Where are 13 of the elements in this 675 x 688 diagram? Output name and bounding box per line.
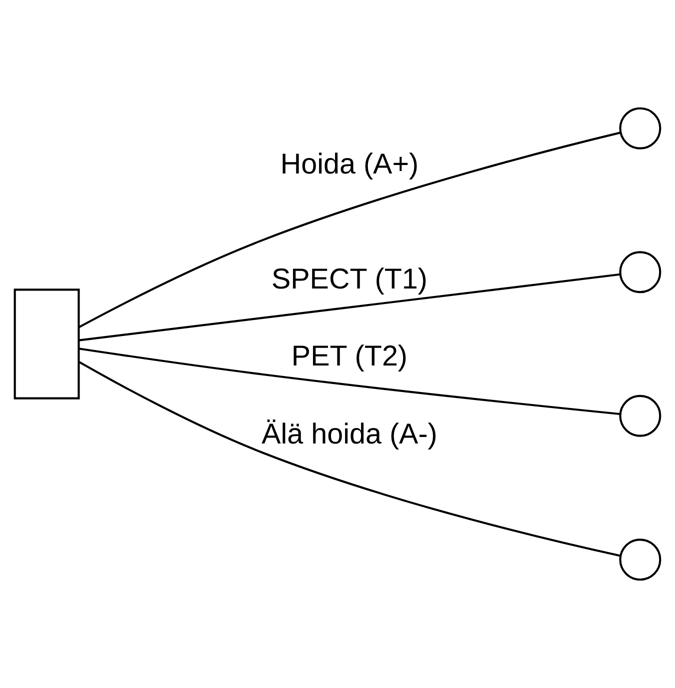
connector [78, 273, 620, 342]
connector [78, 348, 620, 416]
edge-label: Älä hoida (A-) [262, 418, 438, 451]
node-circle [619, 107, 662, 150]
node-circle [619, 251, 662, 294]
edge-label: PET (T2) [291, 340, 408, 372]
connector [78, 132, 620, 328]
edge-label: Hoida (A+) [280, 148, 419, 181]
node-box [14, 288, 80, 400]
node-circle [619, 394, 662, 437]
connector [78, 361, 620, 557]
node-circle [619, 538, 662, 581]
edge-label: SPECT (T1) [271, 264, 428, 296]
